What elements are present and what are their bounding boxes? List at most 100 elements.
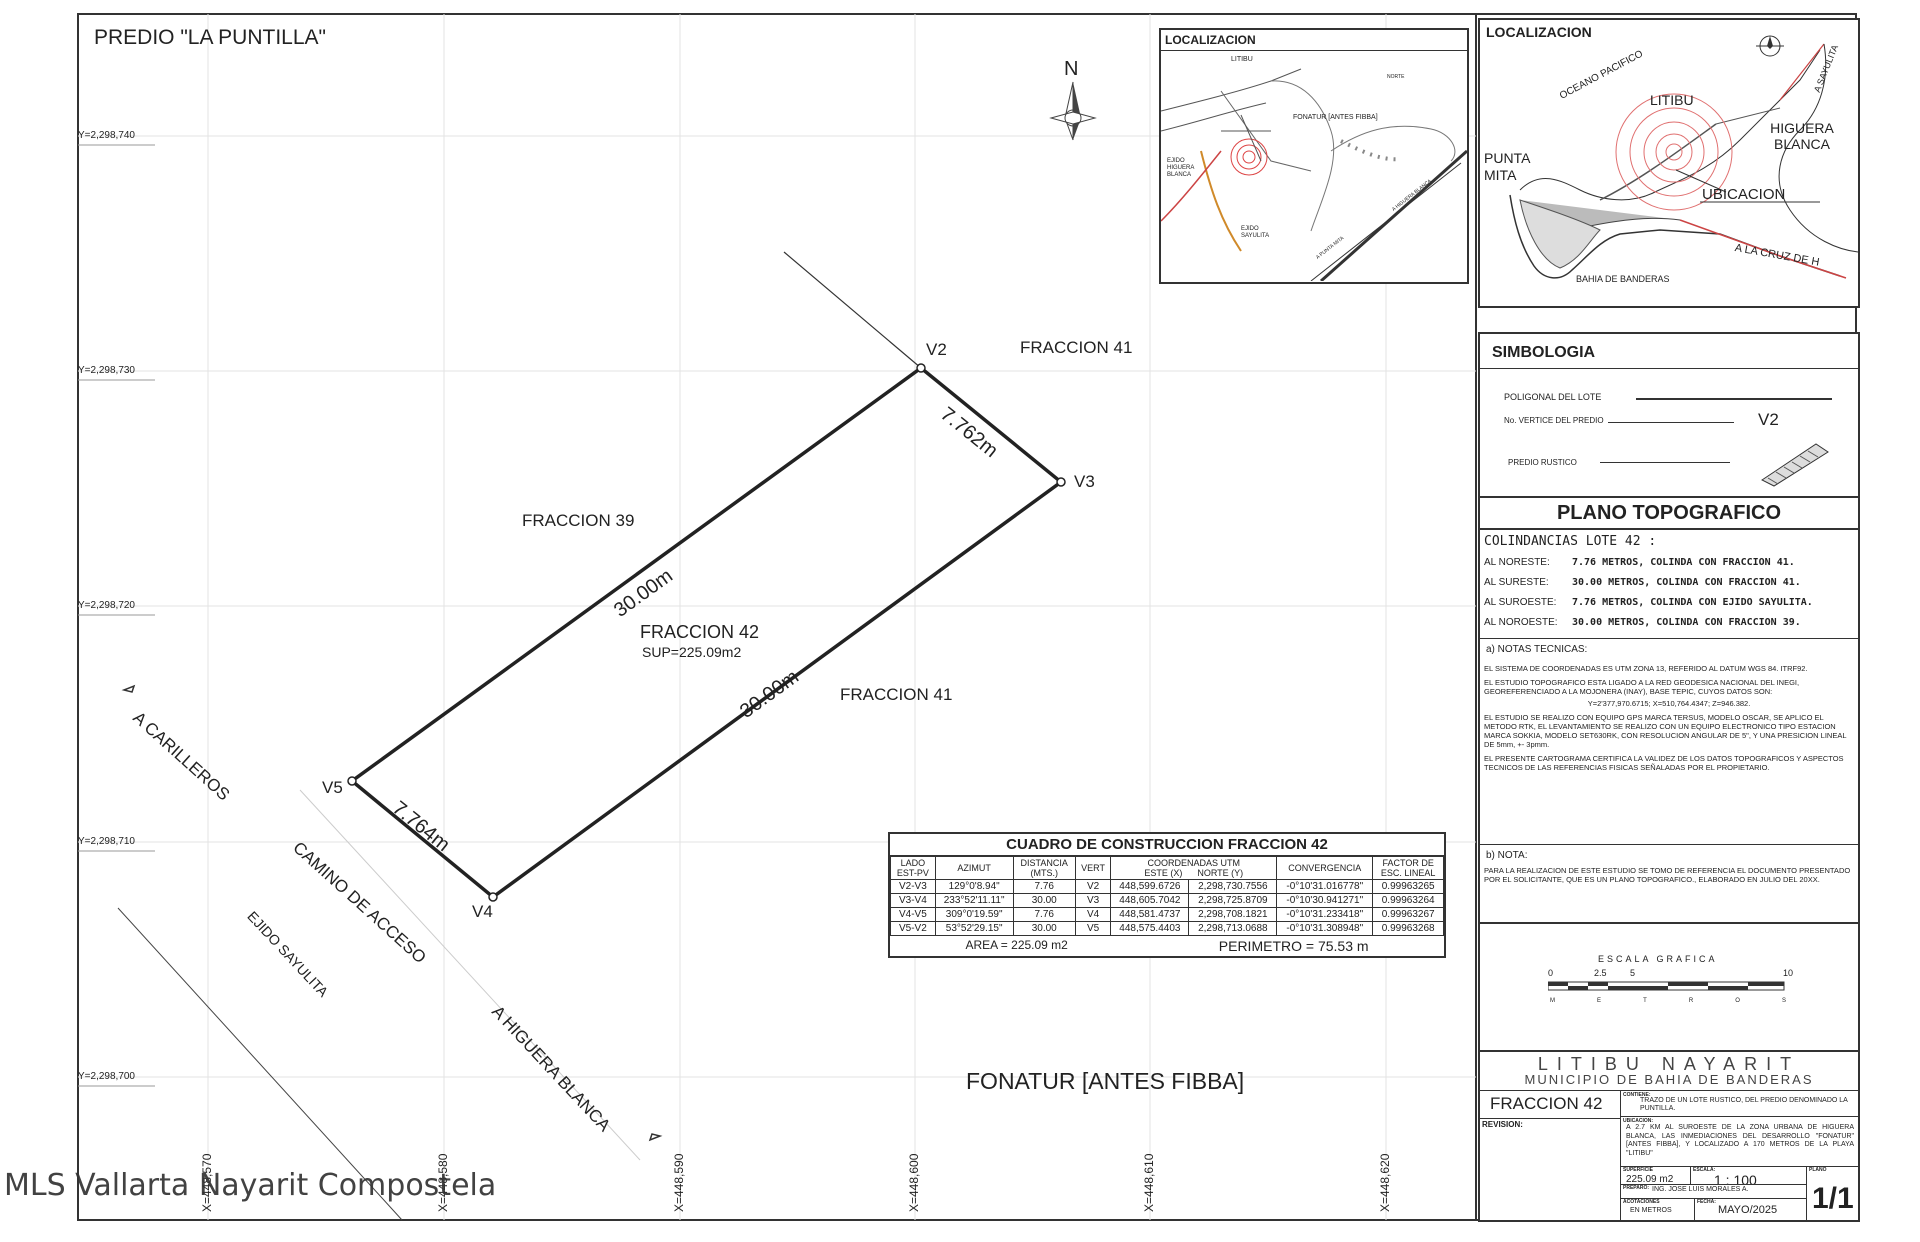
scale-tick: 0	[1548, 968, 1554, 978]
ejido-boundary	[117, 907, 403, 1221]
legend-vertice: No. VERTICE DEL PREDIO	[1504, 416, 1604, 425]
scale-bar	[1548, 981, 1785, 991]
legend-box: SIMBOLOGIA POLIGONAL DEL LOTE No. VERTIC…	[1478, 332, 1860, 498]
colindancias-list: AL NORESTE:7.76 METROS, COLINDA CON FRAC…	[1484, 553, 1813, 633]
scale-tick: 10	[1783, 968, 1794, 978]
title-revision: REVISION:	[1482, 1120, 1523, 1129]
x-grid-label: X=448,620	[1378, 1153, 1392, 1212]
col-vert: VERT	[1074, 856, 1112, 880]
fraccion-42-label: FRACCION 42	[640, 622, 760, 642]
inset-norte: NORTE	[1387, 74, 1405, 80]
fonatur-label: FONATUR [ANTES FIBBA]	[966, 1068, 1245, 1094]
location-punta-mita: PUNTA MITA	[1484, 150, 1530, 183]
list-item: AL NORESTE:7.76 METROS, COLINDA CON FRAC…	[1484, 557, 1795, 568]
north-arrow-icon	[1049, 81, 1097, 141]
legend-rustico: PREDIO RUSTICO	[1508, 458, 1577, 467]
nota-b-title: b) NOTA:	[1486, 850, 1528, 861]
scale-title: ESCALA GRAFICA	[1598, 954, 1718, 964]
vertex-label-v4: V4	[472, 902, 493, 921]
title-acotaciones: EN METROS	[1630, 1207, 1672, 1214]
title-fecha: MAYO/2025	[1718, 1204, 1778, 1216]
inset-ejido-hb: EJIDO HIGUERA BLANCA	[1167, 158, 1195, 178]
col-convergencia: CONVERGENCIA	[1276, 856, 1374, 880]
fraccion-41-bottom-label: FRACCION 41	[840, 685, 953, 704]
vertex-label-v2: V2	[926, 340, 947, 359]
fraccion-41-top-label: FRACCION 41	[1020, 338, 1133, 357]
inset-map-drawing	[1161, 68, 1467, 281]
location-compass-icon	[1756, 35, 1784, 57]
title-municipio: MUNICIPIO DE BAHIA DE BANDERAS	[1524, 1072, 1814, 1087]
inset-ejido-sy: EJIDO SAYULITA	[1241, 226, 1270, 239]
location-map-box: LOCALIZACION	[1478, 18, 1860, 308]
legend-poligonal: POLIGONAL DEL LOTE	[1504, 392, 1602, 402]
fraccion-42-area-label: SUP=225.09m2	[642, 644, 742, 660]
title-ubicacion: A 2.7 KM AL SUROESTE DE LA ZONA URBANA D…	[1626, 1124, 1854, 1157]
notas-title: a) NOTAS TECNICAS:	[1486, 644, 1588, 655]
title-sheet-number: 1/1	[1812, 1182, 1854, 1215]
inset-local-map: LOCALIZACION LITIBU FONATUR [ANTES	[1159, 28, 1469, 284]
boundary-extension	[783, 251, 922, 369]
location-ubicacion: UBICACION	[1702, 186, 1786, 203]
title-preparo: ING. JOSE LUIS MORALES A.	[1652, 1186, 1749, 1193]
location-map-drawing	[1509, 35, 1858, 279]
col-distancia: DISTANCIA(MTS.)	[1012, 856, 1076, 880]
x-grid-label: X=448,590	[672, 1153, 686, 1212]
title-contiene: TRAZO DE UN LOTE RUSTICO, DEL PREDIO DEN…	[1640, 1097, 1848, 1112]
col-azimut: AZIMUT	[934, 856, 1014, 880]
notes-box: PLANO TOPOGRAFICO COLINDANCIAS LOTE 42 :…	[1478, 496, 1860, 924]
inset-title: LOCALIZACION	[1165, 33, 1256, 47]
scale-tick: 2.5	[1594, 968, 1607, 978]
y-grid-label: Y=2,298,730	[78, 365, 135, 376]
y-grid-label: Y=2,298,720	[78, 600, 135, 611]
y-grid-label: Y=2,298,740	[78, 130, 135, 141]
location-bahia: BAHIA DE BANDERAS	[1576, 274, 1670, 284]
construction-table-title: CUADRO DE CONSTRUCCION FRACCION 42	[890, 834, 1444, 856]
table-perimetro: PERIMETRO = 75.53 m	[1218, 938, 1369, 954]
north-label: N	[1064, 58, 1079, 80]
legend-title: SIMBOLOGIA	[1492, 344, 1596, 361]
list-item: AL SUROESTE:7.76 METROS, COLINDA CON EJI…	[1484, 597, 1813, 608]
location-litibu: LITIBU	[1650, 92, 1694, 108]
list-item: AL NOROESTE:30.00 METROS, COLINDA CON FR…	[1484, 617, 1801, 628]
x-grid-label: X=448,600	[907, 1153, 921, 1212]
inset-fonatur: FONATUR [ANTES FIBBA]	[1293, 114, 1378, 121]
hatch-pattern-icon	[1761, 443, 1829, 487]
colindancias-title: COLINDANCIAS LOTE 42 :	[1484, 534, 1657, 549]
page-title: PREDIO "LA PUNTILLA"	[94, 26, 326, 49]
y-grid-label: Y=2,298,710	[78, 836, 135, 847]
vertex-label-v3: V3	[1074, 472, 1095, 491]
title-fraccion: FRACCION 42	[1490, 1094, 1603, 1113]
location-higuera: HIGUERA BLANCA	[1770, 120, 1834, 152]
vertex-label-v5: V5	[322, 778, 343, 797]
x-grid-label: X=448,610	[1142, 1153, 1156, 1212]
legend-vertice-symbol: V2	[1758, 410, 1779, 429]
plano-title: PLANO TOPOGRAFICO	[1556, 502, 1782, 524]
title-superficie: 225.09 m2	[1626, 1174, 1674, 1185]
list-item: AL SURESTE:30.00 METROS, COLINDA CON FRA…	[1484, 577, 1801, 588]
title-block: LITIBU NAYARIT MUNICIPIO DE BAHIA DE BAN…	[1478, 1050, 1860, 1222]
scale-tick: 5	[1630, 968, 1636, 978]
info-panel: LOCALIZACION	[1478, 18, 1860, 1222]
title-place: LITIBU NAYARIT	[1537, 1054, 1801, 1074]
vertex-v5	[347, 776, 357, 786]
notas-body: EL SISTEMA DE COORDENADAS ES UTM ZONA 13…	[1484, 664, 1847, 772]
vertex-v3	[1056, 477, 1066, 487]
legend-poligonal-line	[1636, 398, 1832, 400]
vertex-v2	[916, 363, 926, 373]
y-grid-label: Y=2,298,700	[78, 1071, 135, 1082]
location-title: LOCALIZACION	[1486, 24, 1592, 40]
arrow-carilleros-icon	[121, 684, 136, 693]
arrow-higuera-icon	[648, 1133, 663, 1142]
inset-litibu: LITIBU	[1231, 56, 1253, 63]
